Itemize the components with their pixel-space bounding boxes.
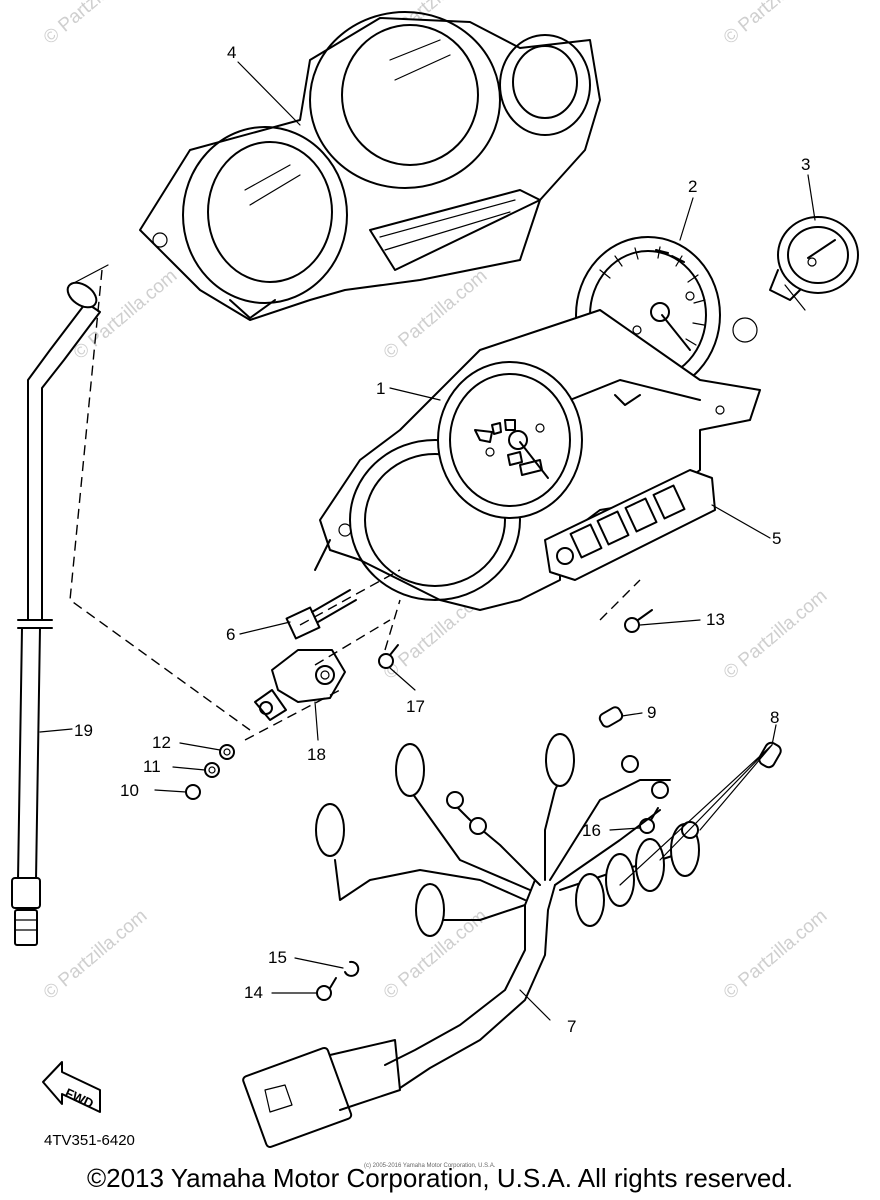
- part-washer-11: [204, 762, 220, 778]
- small-notice: (c) 2005-2016 Yamaha Motor Corporation, …: [364, 1163, 496, 1169]
- diagram-code: 4TV351-6420: [44, 1132, 135, 1149]
- callout-8: 8: [770, 708, 779, 727]
- callout-19: 19: [74, 721, 93, 740]
- callouts: 1 2 3 4 5 6 7 8 9 10 11 12 13 14 15 16 1…: [74, 43, 810, 1036]
- part-bulb-9: [598, 706, 624, 728]
- part-screw-13: [624, 609, 653, 633]
- callout-16: 16: [582, 821, 601, 840]
- callout-6: 6: [226, 625, 235, 644]
- part-washer-15: [344, 960, 360, 977]
- callout-2: 2: [688, 177, 697, 196]
- part-screw-14: [316, 977, 337, 1001]
- part-screw-10: [185, 784, 201, 800]
- callout-15: 15: [268, 948, 287, 967]
- part-meter-cover: [139, 11, 601, 321]
- part-fuel-gauge: [769, 216, 859, 311]
- watermark: © Partzilla.com: [720, 905, 832, 1003]
- watermark: © Partzilla.com: [70, 265, 182, 363]
- callout-11: 11: [143, 757, 161, 776]
- watermark: © Partzilla.com: [720, 585, 832, 683]
- leader-lines: [39, 61, 816, 1021]
- part-meter-bracket: [254, 649, 346, 721]
- callout-7: 7: [567, 1017, 576, 1036]
- assembly-lines: [69, 269, 641, 741]
- part-speedometer-cable: [11, 264, 109, 946]
- part-bulb-8: [758, 741, 782, 769]
- callout-5: 5: [772, 529, 781, 548]
- part-screw-17: [378, 644, 399, 669]
- callout-18: 18: [307, 745, 326, 764]
- callout-9: 9: [647, 703, 656, 722]
- part-indicator-panel: [544, 469, 716, 581]
- callout-1: 1: [376, 379, 385, 398]
- watermark: © Partzilla.com: [40, 0, 152, 49]
- copyright-notice: ©2013 Yamaha Motor Corporation, U.S.A. A…: [86, 1163, 794, 1193]
- part-screw-16: [639, 807, 659, 834]
- callout-17: 17: [406, 697, 425, 716]
- callout-12: 12: [152, 733, 171, 752]
- watermark: © Partzilla.com: [40, 905, 152, 1003]
- callout-4: 4: [227, 43, 236, 62]
- part-speedometer: [437, 361, 583, 519]
- callout-3: 3: [801, 155, 810, 174]
- part-bulb-socket: [285, 589, 357, 640]
- part-wire-harness: [242, 733, 700, 1148]
- callout-13: 13: [706, 610, 725, 629]
- callout-14: 14: [244, 983, 263, 1002]
- part-washer-12: [219, 744, 235, 760]
- fwd-arrow: FWD: [42, 1061, 101, 1113]
- callout-10: 10: [120, 781, 139, 800]
- watermark: © Partzilla.com: [720, 0, 832, 49]
